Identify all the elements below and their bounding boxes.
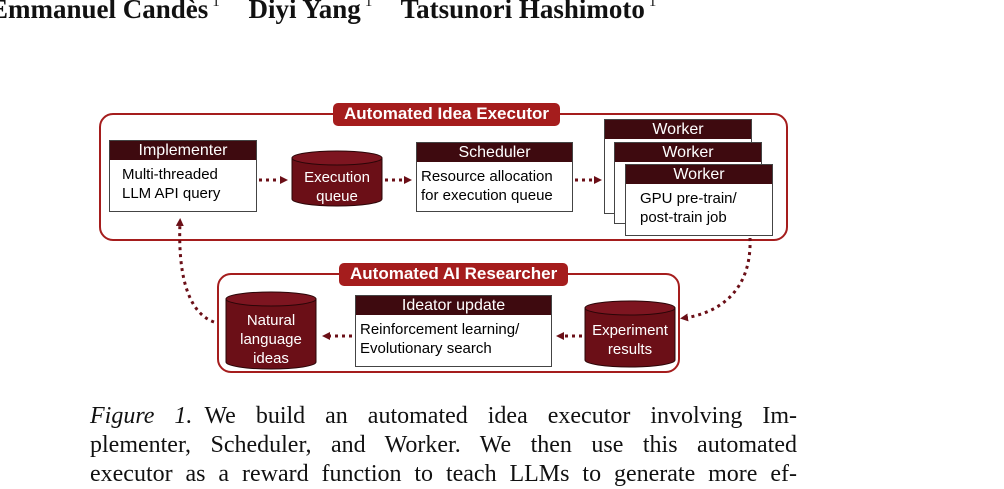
caption-line-2: plementer, Scheduler, and Worker. We the… [90,432,797,458]
ideas-cylinder [225,291,317,370]
ideator-box: Ideator update Reinforcement learning/ E… [355,295,552,367]
execution-queue-label: Execution queue [304,169,370,205]
execution-queue-cylinder [291,150,383,207]
scheduler-description: Resource allocation for execution queue [421,168,553,204]
executor-group-label: Automated Idea Executor [333,103,560,126]
figure-caption: Figure 1.We build an automated idea exec… [90,402,797,489]
implementer-title: Implementer [110,141,256,160]
worker-title: Worker [605,120,751,139]
arrow-workers-to-results [680,237,752,322]
affiliation-mark: 1 [648,0,657,10]
scheduler-box: Scheduler Resource allocation for execut… [416,142,573,212]
figure-label: Figure 1. [90,403,193,429]
worker-title: Worker [615,143,761,162]
ideator-description: Reinforcement learning/ Evolutionary sea… [360,321,520,357]
ideas-label: Natural language ideas [240,312,302,367]
implementer-box: Implementer Multi-threaded LLM API query [109,140,257,212]
arrow-ideas-to-implementer [175,218,215,324]
implementer-description: Multi-threaded LLM API query [122,166,221,202]
scheduler-title: Scheduler [417,143,572,162]
ideator-title: Ideator update [356,296,551,315]
researcher-group-label: Automated AI Researcher [339,263,569,286]
affiliation-mark: 1 [212,0,220,10]
worker-card-front: Worker GPU pre-train/ post-train job [625,164,773,236]
worker-description: GPU pre-train/ post-train job [640,190,737,226]
affiliation-mark: 1 [364,0,373,10]
caption-line-3: executor as a reward function to teach L… [90,461,797,487]
caption-line-1: Figure 1.We build an automated idea exec… [90,403,798,429]
results-cylinder [584,300,676,368]
worker-title: Worker [626,165,772,184]
results-label: Experiment results [592,322,668,358]
